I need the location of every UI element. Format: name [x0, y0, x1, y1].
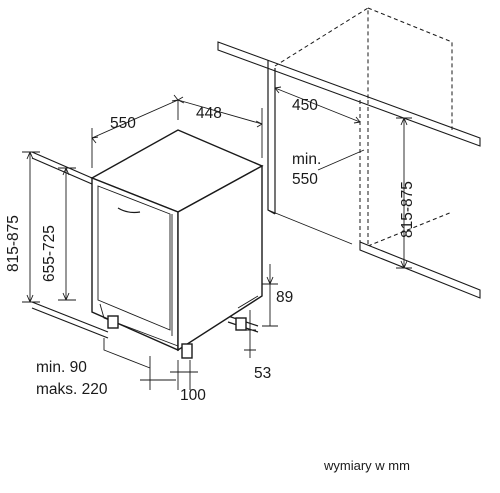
- toe-min-label: min. 90: [36, 359, 87, 376]
- niche-depth-dimension-line: [274, 87, 361, 123]
- niche-min-value: 550: [292, 171, 318, 188]
- niche-top-edge: [367, 7, 453, 130]
- plinth-label: 89: [276, 289, 293, 306]
- depth-label: 550: [110, 115, 136, 132]
- niche-min-leader: [317, 149, 365, 171]
- niche-floor: [359, 241, 481, 299]
- niche-drawing: [217, 7, 481, 299]
- niche-depth-label: 450: [292, 97, 318, 114]
- foot-right-label: 53: [254, 365, 271, 382]
- front-height-label: 655-725: [41, 225, 58, 282]
- door-handle: [117, 207, 141, 214]
- foot-front-label: 100: [180, 387, 206, 404]
- toe-dimension-line: [103, 338, 151, 369]
- foot-front-left: [107, 315, 119, 329]
- countertop: [217, 41, 481, 147]
- niche-height-label: 815-875: [399, 181, 416, 238]
- niche-left-panel: [267, 60, 276, 215]
- toe-max-label: maks. 220: [36, 381, 108, 398]
- foot-front-right: [181, 343, 193, 359]
- left-floor-line: [31, 301, 109, 333]
- height-label: 815-875: [5, 215, 22, 272]
- foot-back-right: [235, 317, 247, 331]
- dishwasher-side: [177, 164, 263, 352]
- dishwasher-drawing: [22, 94, 278, 390]
- depth-dimension-line: [91, 99, 179, 139]
- width-label: 448: [196, 105, 222, 122]
- units-caption: wymiary w mm: [323, 458, 410, 473]
- width-dimension-line: [177, 99, 263, 125]
- left-wall-top-line: [31, 151, 93, 179]
- niche-min-label: min.: [292, 151, 321, 168]
- niche-back-edge: [274, 7, 369, 100]
